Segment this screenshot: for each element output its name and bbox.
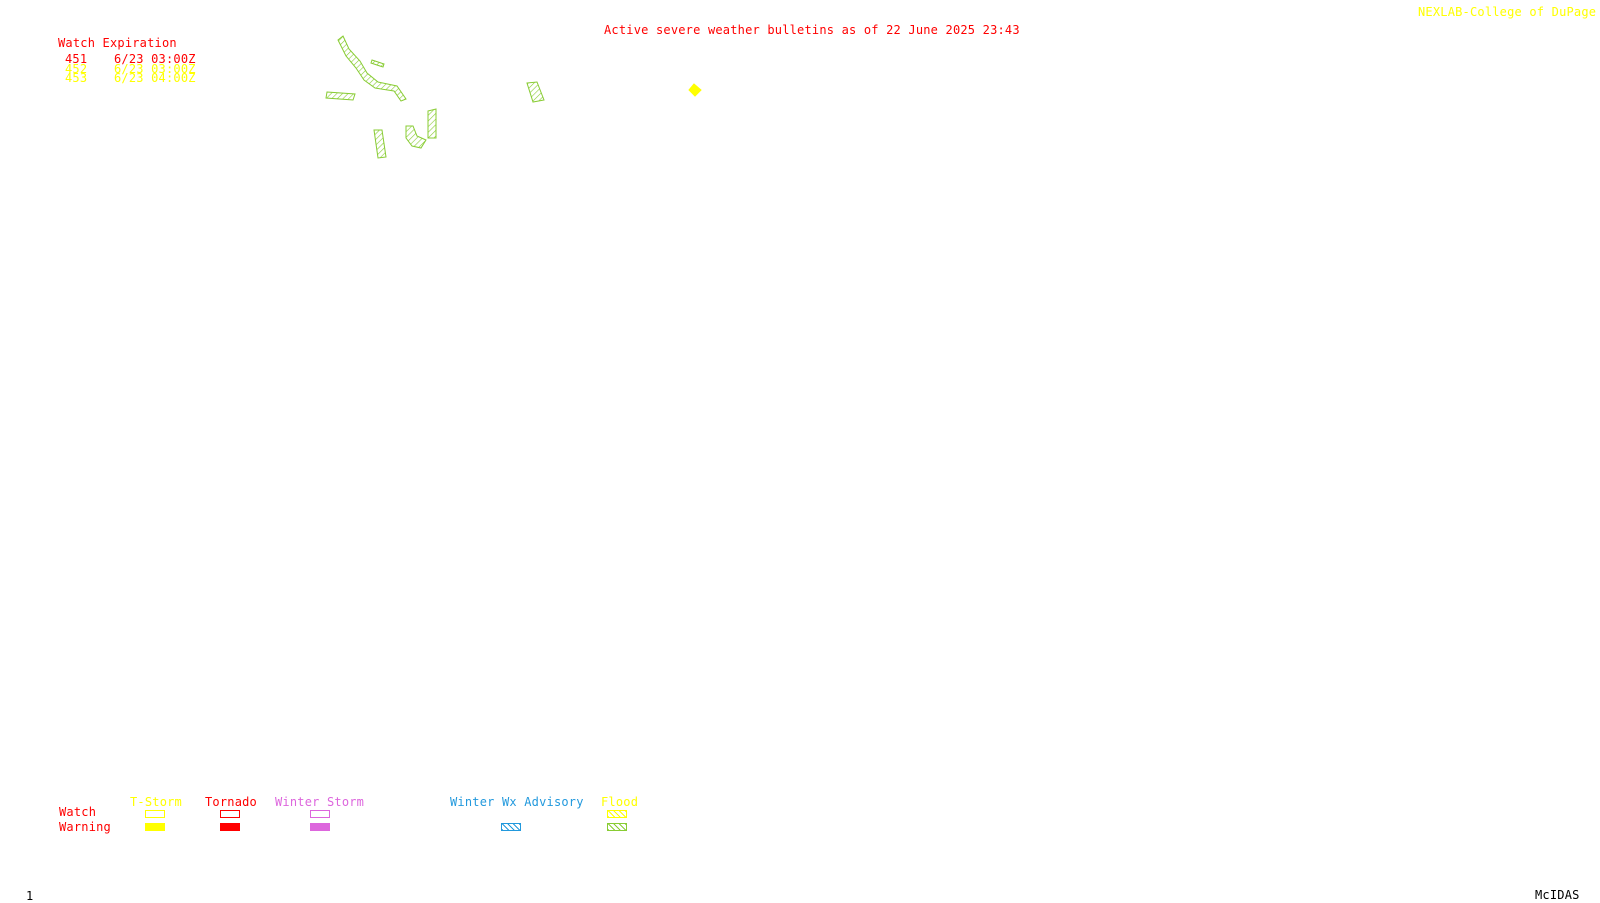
software-label: McIDAS <box>1535 888 1580 902</box>
flood-warning-polygon <box>370 59 385 68</box>
flood-warning-polygon <box>427 108 437 139</box>
legend-category-flood: Flood <box>601 795 639 809</box>
flood-watch-swatch <box>607 810 627 818</box>
tstorm-watch-swatch <box>145 810 165 818</box>
watch-expiration-time: 6/23 03:00Z <box>114 52 196 66</box>
credit-label: NEXLAB-College of DuPageR <box>1418 6 1600 18</box>
flood-warning-polygons <box>325 35 545 159</box>
tornado-watch-swatch <box>220 810 240 818</box>
frame-number: 1 <box>26 889 34 903</box>
flood-warning-polygon <box>337 35 407 102</box>
flood-warning-polygon <box>526 81 545 103</box>
flood-warning-polygon <box>405 125 427 149</box>
legend-category-tornado: Tornado <box>205 795 257 809</box>
tornado-warning-swatch <box>220 823 240 831</box>
flood-warning-polygon <box>325 91 356 101</box>
legend-category-winter-storm: Winter Storm <box>275 795 365 809</box>
winter-storm-warning-swatch <box>310 823 330 831</box>
legend-row-watch: Watch <box>59 805 97 819</box>
credit-text: NEXLAB-College of DuPage <box>1418 5 1597 19</box>
tstorm-warning-polygon <box>688 83 702 97</box>
watch-number: 452 <box>65 62 88 76</box>
flood-warning-swatch <box>607 823 627 831</box>
watch-expiration-heading: Watch Expiration <box>58 36 177 50</box>
winter-wx-advisory-swatch <box>501 823 521 831</box>
page-title: Active severe weather bulletins as of 22… <box>604 23 1020 37</box>
tstorm-warning-swatch <box>145 823 165 831</box>
legend-category-winter-wx-advisory: Winter Wx Advisory <box>450 795 584 809</box>
legend-category-tstorm: T-Storm <box>130 795 182 809</box>
watch-number: 453 <box>65 71 88 85</box>
flood-warning-polygon <box>373 129 387 159</box>
winter-storm-watch-swatch <box>310 810 330 818</box>
legend-row-warning: Warning <box>59 820 111 834</box>
watch-expiration-time: 6/23 04:00Z <box>114 71 196 85</box>
watch-number: 451 <box>65 52 88 66</box>
watch-expiration-time: 6/23 03:00Z <box>114 62 196 76</box>
